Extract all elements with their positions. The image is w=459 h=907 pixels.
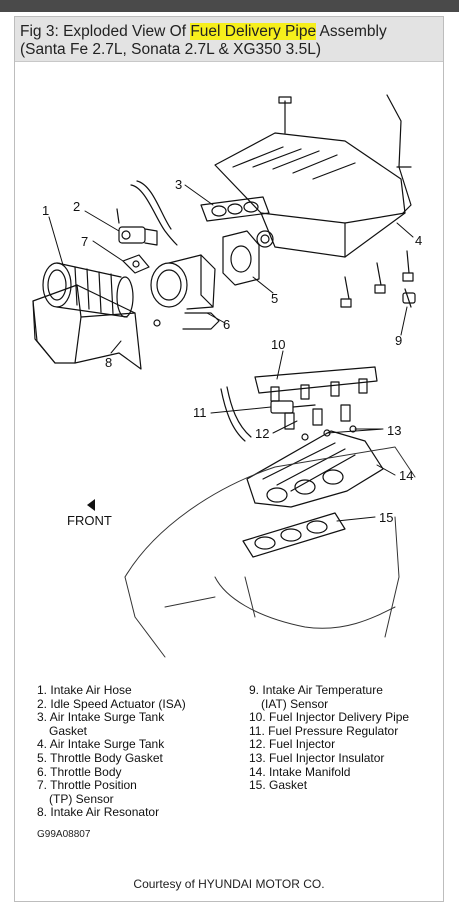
- fuel-injector-delivery-pipe: [254, 366, 378, 402]
- iat-sensor: [402, 288, 416, 308]
- legend-item: 6. Throttle Body: [37, 764, 122, 779]
- callout-9: 9: [395, 333, 402, 348]
- air-hose-line-outer: [136, 180, 172, 230]
- legend-item: Gasket: [49, 723, 88, 738]
- manifold-gasket: [242, 512, 346, 558]
- legend-item: 7. Throttle Position: [37, 778, 137, 793]
- fuel-hose-outer: [226, 386, 252, 438]
- legend-item: 13. Fuel Injector Insulator: [249, 750, 385, 765]
- air-hose-line: [130, 184, 178, 246]
- throttle-position-sensor: [122, 254, 150, 274]
- callout-7: 7: [81, 234, 88, 249]
- legend-item: 14. Intake Manifold: [249, 764, 351, 779]
- legend-item: 1. Intake Air Hose: [37, 683, 132, 697]
- surge-tank-bolts: [340, 250, 414, 308]
- front-label: FRONT: [67, 513, 112, 528]
- exploded-view-diagram: 1 2 3 4 5 6 7 8 9 10 11 12 13 14 15 FRON…: [32, 94, 422, 658]
- legend-left: 1. Intake Air Hose 2. Idle Speed Actuato…: [37, 683, 186, 820]
- surge-tank-gasket: [200, 196, 270, 222]
- legend-item: 5. Throttle Body Gasket: [37, 750, 163, 765]
- legend-item: 4. Air Intake Surge Tank: [37, 737, 165, 752]
- courtesy-credit: Courtesy of HYUNDAI MOTOR CO.: [133, 877, 325, 891]
- figure-code: G99A08807: [37, 829, 91, 840]
- legend-item: (TP) Sensor: [49, 791, 114, 806]
- figure-frame: Fig 3: Exploded View Of Fuel Delivery Pi…: [14, 16, 444, 902]
- title-highlight: Fuel Delivery Pipe: [190, 23, 317, 40]
- fuel-hose: [220, 388, 246, 442]
- callout-8: 8: [105, 355, 112, 370]
- throttle-body-gasket: [222, 230, 260, 286]
- figure-header: Fig 3: Exploded View Of Fuel Delivery Pi…: [15, 17, 443, 62]
- intake-air-hose: [42, 262, 134, 318]
- callout-11: 11: [193, 405, 207, 420]
- callout-15: 15: [379, 510, 393, 525]
- front-arrow-icon: [87, 499, 95, 511]
- air-intake-surge-tank: [214, 94, 412, 258]
- callout-10: 10: [271, 337, 285, 352]
- leader-lines: [48, 184, 414, 522]
- callout-1: 1: [42, 203, 49, 218]
- fuel-pressure-regulator: [270, 400, 316, 414]
- intake-manifold: [246, 430, 384, 508]
- callout-13: 13: [387, 423, 401, 438]
- callout-3: 3: [175, 177, 182, 192]
- figure-title: Fig 3: Exploded View Of Fuel Delivery Pi…: [20, 22, 387, 41]
- legend-item: 15. Gasket: [249, 778, 308, 793]
- intake-air-resonator: [32, 284, 142, 370]
- callout-5: 5: [271, 291, 278, 306]
- legend-item: 9. Intake Air Temperature: [249, 683, 383, 697]
- legend-item: 11. Fuel Pressure Regulator: [249, 723, 399, 738]
- legend-item: 3. Air Intake Surge Tank: [37, 710, 165, 725]
- legend-item: (IAT) Sensor: [261, 696, 329, 711]
- legend-right: 9. Intake Air Temperature (IAT) Sensor 1…: [249, 683, 410, 793]
- callout-14: 14: [399, 468, 413, 483]
- callout-2: 2: [73, 199, 80, 214]
- title-suffix: Assembly: [316, 23, 387, 40]
- legend-item: 12. Fuel Injector: [249, 737, 336, 752]
- top-bar: [0, 0, 459, 12]
- legend-item: 8. Intake Air Resonator: [37, 805, 160, 820]
- legend-item: 10. Fuel Injector Delivery Pipe: [249, 710, 410, 725]
- throttle-body: [150, 254, 220, 330]
- idle-speed-actuator: [116, 208, 158, 246]
- engine-block-outline: [124, 446, 416, 658]
- title-prefix: Fig 3: Exploded View Of: [20, 23, 191, 40]
- callout-6: 6: [223, 317, 230, 332]
- figure-subtitle: (Santa Fe 2.7L, Sonata 2.7L & XG350 3.5L…: [20, 41, 322, 58]
- callout-4: 4: [415, 233, 422, 248]
- legend-item: 2. Idle Speed Actuator (ISA): [37, 696, 186, 711]
- callout-12: 12: [255, 426, 269, 441]
